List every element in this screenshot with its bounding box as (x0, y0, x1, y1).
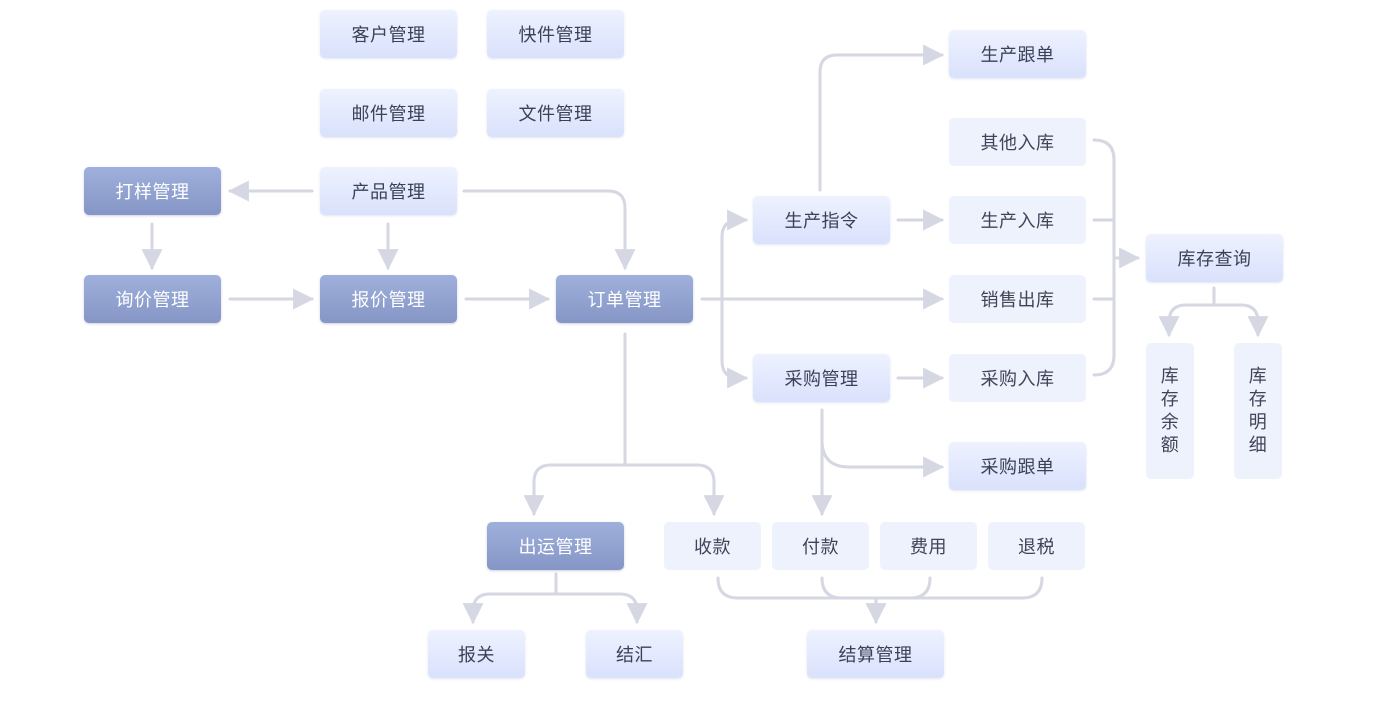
edge-shipping-fx (554, 592, 648, 625)
node-expense[interactable]: 费用 (880, 522, 977, 570)
edge-order-shipping (523, 463, 627, 517)
edge-payment-tick (820, 576, 844, 600)
node-stock-query[interactable]: 库存查询 (1146, 234, 1283, 282)
node-other-inbound[interactable]: 其他入库 (949, 118, 1086, 166)
edge-product-order (462, 189, 636, 271)
node-file-management[interactable]: 文件管理 (487, 89, 624, 137)
node-order-management[interactable]: 订单管理 (556, 275, 693, 323)
node-tax-refund[interactable]: 退税 (988, 522, 1085, 570)
edge-order-receipt (623, 463, 725, 517)
edge-inventory-bracket (1092, 138, 1116, 377)
edge-shipping-customs (462, 592, 558, 625)
node-inquiry-management[interactable]: 询价管理 (84, 275, 221, 323)
node-production-order[interactable]: 生产指令 (753, 196, 890, 244)
edge-prodorder-prodtrack (818, 44, 945, 192)
node-sample-management[interactable]: 打样管理 (84, 167, 221, 215)
node-production-tracking[interactable]: 生产跟单 (949, 30, 1086, 78)
edge-order-purchase (720, 297, 749, 389)
node-purchase-tracking[interactable]: 采购跟单 (949, 442, 1086, 490)
node-receipt[interactable]: 收款 (664, 522, 761, 570)
node-mail-management[interactable]: 邮件管理 (320, 89, 457, 137)
edge-stockquery-balance (1158, 303, 1216, 338)
edge-purchase-purchasetrack (820, 438, 945, 478)
node-payment[interactable]: 付款 (772, 522, 869, 570)
node-stock-detail[interactable]: 库存明细 (1234, 343, 1282, 479)
node-production-inbound[interactable]: 生产入库 (949, 196, 1086, 244)
edge-expense-tick (908, 576, 932, 600)
node-customs-declaration[interactable]: 报关 (428, 630, 525, 678)
node-customer-management[interactable]: 客户管理 (320, 10, 457, 58)
node-settlement-management[interactable]: 结算管理 (807, 630, 944, 678)
node-fx-settlement[interactable]: 结汇 (586, 630, 683, 678)
edge-stockquery-detail (1212, 303, 1269, 338)
node-sales-outbound[interactable]: 销售出库 (949, 275, 1086, 323)
node-shipping-management[interactable]: 出运管理 (487, 522, 624, 570)
node-product-management[interactable]: 产品管理 (320, 167, 457, 215)
node-quote-management[interactable]: 报价管理 (320, 275, 457, 323)
edge-finance-bracket (716, 576, 1044, 600)
node-purchase-inbound[interactable]: 采购入库 (949, 354, 1086, 402)
node-stock-balance[interactable]: 库存余额 (1146, 343, 1194, 479)
node-purchase-management[interactable]: 采购管理 (753, 354, 890, 402)
node-express-management[interactable]: 快件管理 (487, 10, 624, 58)
edge-order-prodorder (720, 209, 749, 301)
